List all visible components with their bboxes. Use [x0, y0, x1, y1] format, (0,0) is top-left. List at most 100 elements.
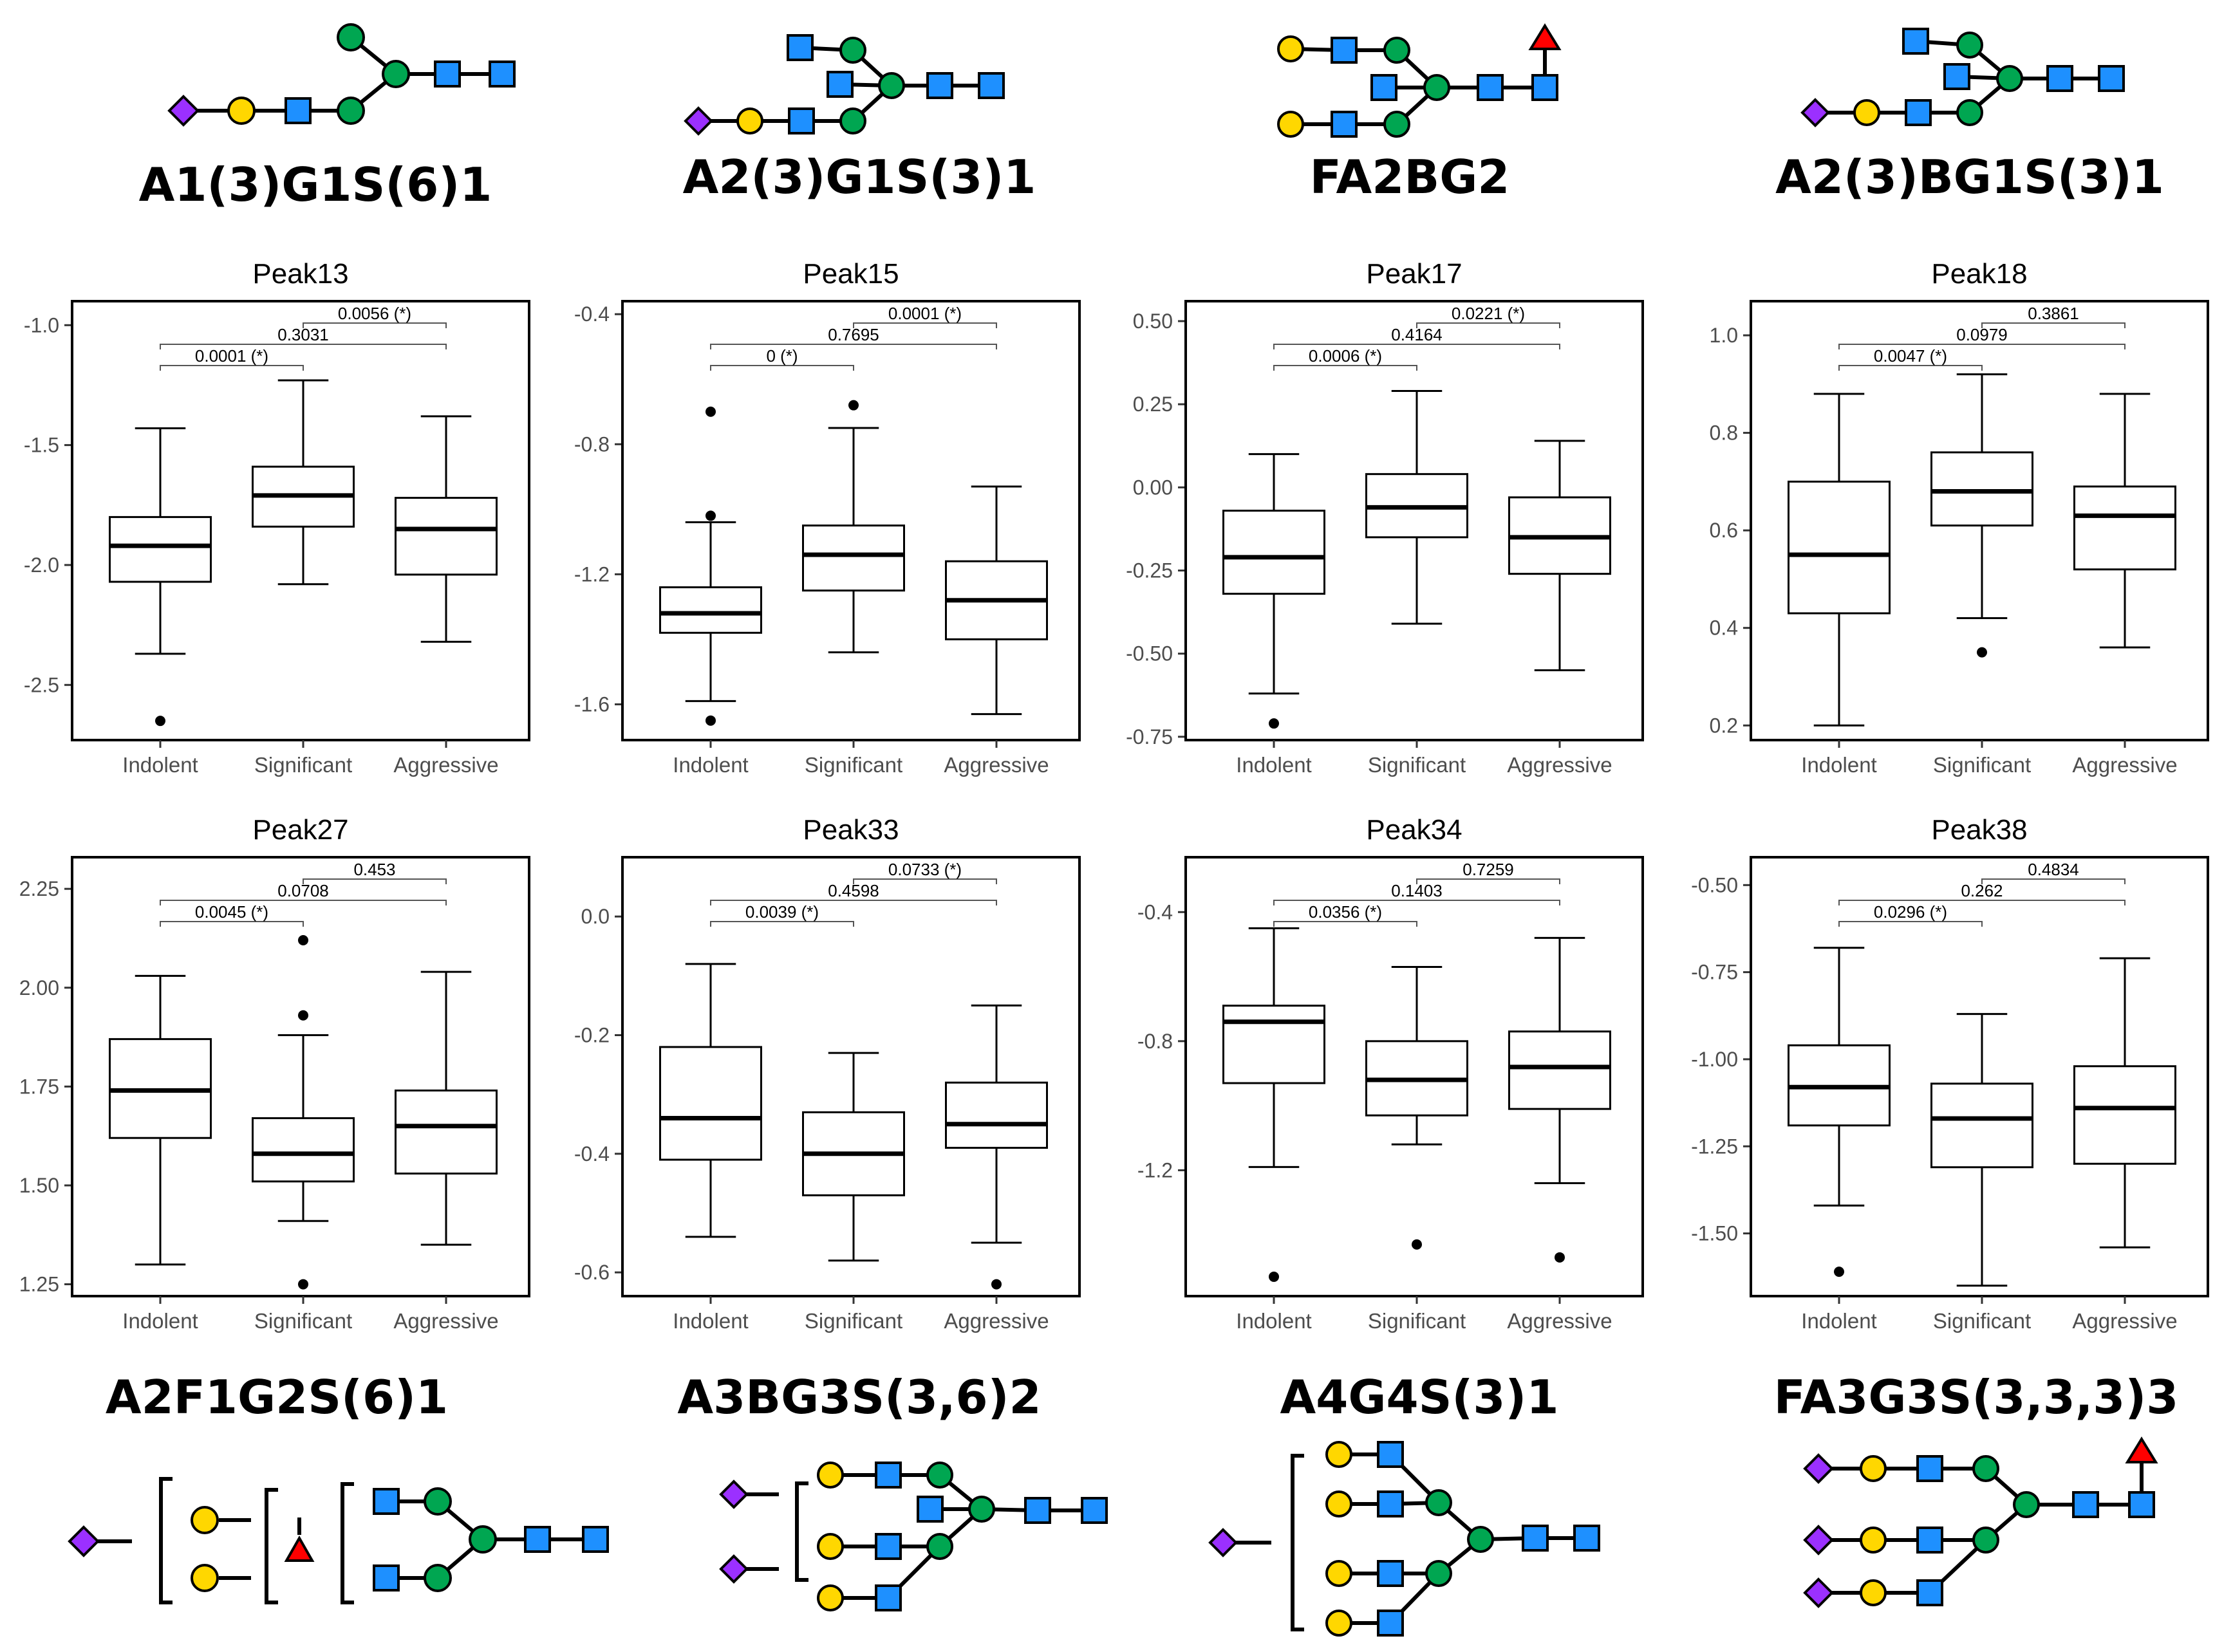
- glcnac-icon: [1916, 1527, 1943, 1554]
- chart-1: Peak13-1.0-1.5-2.0-2.50.0001 (*)0.30310.…: [24, 258, 530, 777]
- chart-6-box-1-iqr: [659, 1046, 762, 1161]
- chart-3-box-1-iqr: [1222, 510, 1325, 595]
- glycan-structure-6: [734, 1473, 1094, 1600]
- galactose-icon: [1860, 1455, 1887, 1482]
- glycan-structure-7-residues: [1208, 1441, 1600, 1637]
- chart-7-comparison-2-3-label: 0.7259: [1462, 860, 1514, 879]
- glycan-name-8: FA3G3S(3,3,3)3: [1774, 1370, 2179, 1424]
- chart-5-title: Peak27: [252, 814, 348, 846]
- chart-8-ytick-label: -1.00: [1691, 1048, 1738, 1071]
- glycan-structure-3: [1290, 37, 1547, 126]
- chart-2-title: Peak15: [803, 258, 899, 290]
- chart-2-box-1-iqr: [659, 586, 762, 634]
- chart-5-category-label: Significant: [254, 1309, 352, 1333]
- galactose-icon: [1277, 35, 1304, 62]
- glcnac-icon: [788, 107, 815, 135]
- chart-4-frame: [1750, 300, 2209, 741]
- chart-6-comparison-1-2-bracket: [710, 921, 854, 927]
- chart-6-title: Peak33: [803, 814, 899, 846]
- glcnac-icon: [1331, 37, 1358, 64]
- chart-8-comparison-1-2-label: 0.0296 (*): [1874, 902, 1947, 922]
- chart-2-category-label: Significant: [805, 753, 902, 777]
- chart-3-category-label: Indolent: [1236, 753, 1311, 777]
- galactose-icon: [227, 97, 256, 125]
- mannose-icon: [2013, 1491, 2040, 1518]
- glcnac-icon: [2128, 1491, 2155, 1518]
- glycan-structure-6-residues: [719, 1462, 1108, 1611]
- galactose-icon: [1860, 1579, 1887, 1606]
- galactose-icon: [191, 1564, 219, 1592]
- glcnac-icon: [524, 1526, 551, 1553]
- fucose-icon: [284, 1535, 315, 1562]
- glycan-structure-3-residues: [1277, 23, 1562, 138]
- chart-5-comparison-2-3-label: 0.453: [353, 860, 395, 879]
- chart-5-ytick-label: 1.50: [19, 1174, 59, 1197]
- chart-4-box-2-iqr: [1930, 451, 2033, 527]
- sialic-acid-icon: [1803, 1525, 1834, 1555]
- chart-1-comparison-2-3-bracket: [303, 322, 447, 328]
- sialic-acid-icon: [167, 95, 200, 127]
- chart-6-ytick-label: -0.2: [574, 1023, 610, 1046]
- glcnac-icon: [1081, 1497, 1108, 1524]
- sialic-acid-icon: [68, 1525, 100, 1557]
- chart-5-box-2-outlier: [298, 935, 308, 946]
- chart-2-comparison-2-3-bracket: [853, 322, 997, 328]
- chart-1-comparison-2-3-label: 0.0056 (*): [338, 304, 411, 323]
- chart-8: Peak38-0.50-0.75-1.00-1.25-1.500.0296 (*…: [1691, 814, 2209, 1333]
- chart-8-comparison-2-3-label: 0.4834: [2028, 860, 2079, 879]
- chart-1-comparison-1-2-label: 0.0001 (*): [195, 346, 268, 366]
- chart-5-ytick-label: 2.00: [19, 976, 59, 999]
- chart-3-comparison-1-3-bracket: [1273, 344, 1560, 349]
- chart-7-comparison-2-3-bracket: [1416, 878, 1560, 884]
- glycan-structure-4-residues: [1800, 28, 2125, 127]
- glycan-name-5: A2F1G2S(6)1: [106, 1370, 448, 1424]
- chart-5-box-2-outlier: [298, 1010, 308, 1021]
- chart-3-ytick-label: 0.50: [1133, 310, 1173, 333]
- mannose-icon: [1956, 32, 1983, 59]
- chart-3-ytick-label: 0.25: [1133, 393, 1173, 416]
- mannose-icon: [1383, 37, 1410, 64]
- chart-8-ytick-label: -1.50: [1691, 1222, 1738, 1245]
- sialic-acid-icon: [719, 1480, 749, 1509]
- chart-7-box-3-outlier: [1555, 1252, 1565, 1263]
- chart-7-box-3-iqr: [1508, 1030, 1611, 1110]
- chart-1-box-1-outlier: [155, 716, 165, 727]
- chart-2-comparison-1-2-bracket: [710, 365, 854, 371]
- chart-4-category-label: Indolent: [1801, 753, 1876, 777]
- chart-4-category-label: Aggressive: [2072, 753, 2177, 777]
- chart-7-ytick-label: -0.8: [1137, 1030, 1173, 1053]
- chart-4-comparison-2-3-bracket: [1981, 322, 2126, 328]
- chart-1-frame: [71, 300, 530, 741]
- chart-5-category-label: Aggressive: [393, 1309, 498, 1333]
- glcnac-icon: [1905, 99, 1932, 126]
- chart-4-ytick-label: 0.8: [1710, 422, 1738, 445]
- chart-8-ytick-label: -1.25: [1691, 1135, 1738, 1158]
- chart-8-category-label: Indolent: [1801, 1309, 1876, 1333]
- chart-2-box-2-outlier: [848, 400, 859, 411]
- chart-3-title: Peak17: [1366, 258, 1462, 290]
- chart-3-box-1-outlier: [1269, 718, 1279, 729]
- galactose-icon: [1860, 1527, 1887, 1554]
- chart-4-comparison-1-2-label: 0.0047 (*): [1874, 346, 1947, 366]
- chart-7-box-2-outlier: [1412, 1239, 1422, 1250]
- chart-5-box-3-iqr: [395, 1090, 498, 1175]
- chart-3-category-label: Significant: [1368, 753, 1466, 777]
- sialic-acid-icon: [684, 106, 713, 136]
- chart-8-category-label: Significant: [1933, 1309, 2031, 1333]
- chart-5-category-label: Indolent: [122, 1309, 198, 1333]
- chart-7-box-1-iqr: [1222, 1005, 1325, 1084]
- mannose-icon: [1383, 111, 1410, 138]
- glycan-name-7: A4G4S(3)1: [1280, 1370, 1559, 1424]
- chart-4-box-2-outlier: [1977, 647, 1987, 658]
- chart-1-category-label: Aggressive: [393, 753, 498, 777]
- chart-8-ytick-label: -0.75: [1691, 961, 1738, 984]
- glcnac-icon: [1370, 74, 1397, 101]
- chart-4-ytick-label: 1.0: [1710, 324, 1738, 347]
- mannose-icon: [424, 1487, 452, 1516]
- chart-7-title: Peak34: [1366, 814, 1462, 846]
- chart-1-ytick-label: -2.0: [24, 553, 59, 577]
- glycan-name-3: FA2BG2: [1310, 150, 1510, 204]
- chart-7-comparison-1-2-bracket: [1273, 921, 1417, 927]
- mannose-icon: [424, 1564, 452, 1592]
